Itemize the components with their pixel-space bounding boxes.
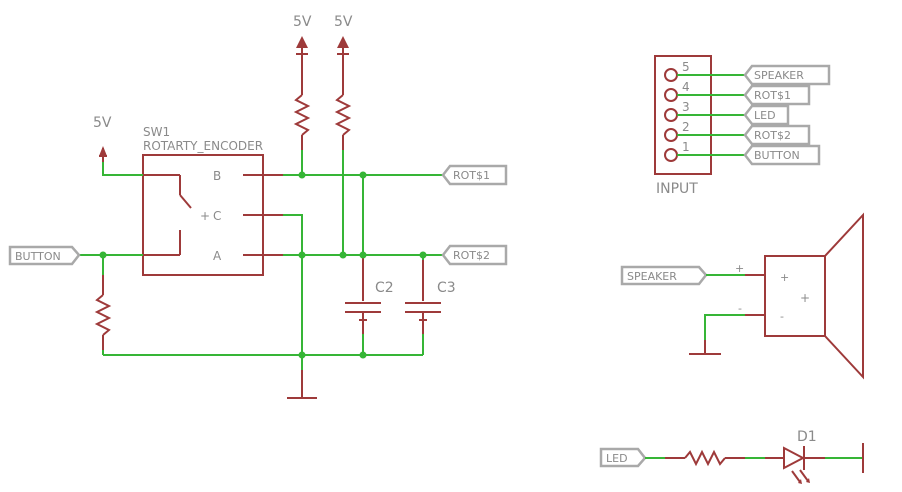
net-rot1-label: ROT$1 — [453, 169, 490, 182]
input-connector: 5 4 3 2 1 INPUT — [654, 55, 745, 197]
c2-label: C2 — [375, 280, 394, 296]
power-label: 5V — [293, 14, 312, 30]
svg-text:2: 2 — [682, 120, 690, 134]
net-led-label: LED — [606, 452, 628, 465]
net-flag-rot2: ROT$2 — [441, 244, 508, 266]
sw1-plus: + — [200, 209, 210, 223]
junction-dots — [99, 171, 427, 359]
speaker-plus-pin: + — [735, 262, 744, 275]
svg-text:BUTTON: BUTTON — [754, 149, 800, 162]
c3-label: C3 — [437, 280, 456, 296]
sw1-pin-b: B — [213, 169, 221, 183]
sw1-pin-a: A — [213, 249, 222, 263]
speaker-plus-inner: + — [780, 271, 789, 284]
svg-text:3: 3 — [682, 100, 690, 114]
capacitor-c2: C2 — [345, 255, 394, 334]
connector-pin-4: 4 — [664, 80, 690, 102]
connector-pin-2: 2 — [664, 120, 690, 142]
speaker-wires — [704, 274, 745, 350]
svg-text:LED: LED — [754, 109, 776, 122]
pulldown-resistor — [94, 275, 112, 350]
sw1-pin-c: C — [213, 209, 221, 223]
power-label: 5V — [334, 14, 353, 30]
net-flag-speaker: SPEAKER — [620, 265, 708, 286]
net-rot2-label: ROT$2 — [453, 249, 490, 262]
svg-text:1: 1 — [682, 140, 690, 154]
power-5v-sw1: 5V — [93, 115, 112, 162]
power-5v-r1: 5V — [293, 14, 312, 60]
sw1-value: ROTARTY_ENCODER — [143, 139, 263, 153]
speaker-plus-center: + — [800, 291, 810, 305]
power-label: 5V — [93, 115, 112, 131]
net-flag-button: BUTTON — [8, 245, 81, 266]
power-5v-r2: 5V — [334, 14, 353, 60]
connector-pin-3: 3 — [664, 100, 690, 122]
capacitor-c3: C3 — [405, 255, 456, 334]
speaker-minus-pin: - — [738, 302, 742, 315]
svg-text:ROT$2: ROT$2 — [754, 129, 791, 142]
connector-pin-5: 5 — [664, 60, 690, 82]
led-name: D1 — [797, 429, 817, 445]
speaker: + + - + - — [735, 212, 864, 380]
net-speaker-label: SPEAKER — [627, 270, 677, 283]
pullup-resistor-2 — [334, 60, 352, 150]
speaker-minus-inner: - — [780, 310, 784, 323]
net-flag-led: LED — [599, 447, 647, 468]
connector-name: INPUT — [656, 181, 698, 197]
svg-text:SPEAKER: SPEAKER — [754, 69, 804, 82]
net-flag-rot1: ROT$1 — [441, 164, 508, 186]
rotary-encoder-sw1: SW1 ROTARTY_ENCODER B + C A — [142, 125, 283, 276]
svg-text:ROT$1: ROT$1 — [754, 89, 791, 102]
led-d1: D1 — [765, 429, 825, 484]
pullup-resistor-1 — [293, 60, 311, 150]
connector-pin-1: 1 — [664, 140, 690, 162]
svg-text:5: 5 — [682, 60, 690, 74]
svg-text:4: 4 — [682, 80, 690, 94]
ground-symbol-encoder — [287, 370, 317, 399]
sw1-name: SW1 — [143, 125, 170, 139]
ground-symbol-speaker — [689, 340, 721, 355]
connector-net-flags: SPEAKER ROT$1 LED ROT$2 BUTTON — [743, 64, 831, 166]
encoder-wires — [78, 150, 443, 370]
net-button-label: BUTTON — [15, 250, 61, 263]
led-resistor — [665, 449, 745, 467]
